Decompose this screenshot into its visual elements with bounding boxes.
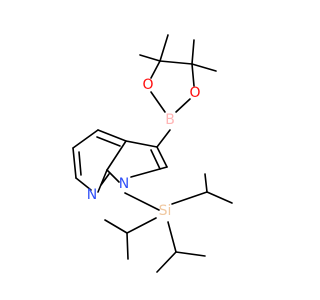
bond-b-c3 [156,129,171,148]
bond-c4-c5 [72,129,99,149]
molecule-structure: O O B N N Si [72,34,233,273]
bond-methyl-1 [139,54,161,62]
bond-c6-n7 [75,177,92,191]
bond-ch-bottom-me1 [156,251,177,273]
atom-silicon: Si [159,203,172,219]
bond-ch-left-me1 [104,219,128,234]
bond-ch-right-me2 [204,173,208,193]
atom-oxygen-left: O [142,77,153,93]
atom-boron: B [165,112,175,128]
bond-c3-c3a [125,140,158,148]
bond-n7-c7a-double [100,173,110,186]
bond-ch-left-me2 [126,232,129,260]
bond-b-o-left [150,91,166,113]
bond-ch-right-me1 [206,191,233,204]
bond-c3-c2-double [150,149,161,170]
bond-c3-c2 [156,146,168,168]
atom-oxygen-right: O [189,85,200,101]
bond-c5-c6 [72,147,77,179]
bond-c3a-c4 [97,129,127,142]
bond-o-left-c [150,60,161,79]
bond-methyl-4 [191,63,217,72]
bond-n1-c7a [106,169,120,183]
bond-si-ch-bottom [167,221,177,253]
bond-si-ch-right [171,191,208,205]
bond-c5-c6-double [78,151,82,176]
bond-c3a-c7a [106,140,127,171]
bond-c3a-c4-double [96,136,121,147]
bond-methyl-3 [191,39,195,65]
bond-n1-si [124,192,160,211]
bond-c-c-pinacol [159,60,193,65]
bond-ch-bottom-me2 [175,251,206,257]
bond-b-o-right [175,98,191,113]
atom-nitrogen-pyridine: N [87,187,97,203]
bond-o-right-c [191,63,195,87]
atom-nitrogen-pyrrole: N [119,176,129,192]
bond-methyl-2 [159,34,169,62]
bond-si-ch-left [126,217,157,234]
bond-n7-c7a [97,169,108,193]
bond-c2-n1 [130,166,168,178]
